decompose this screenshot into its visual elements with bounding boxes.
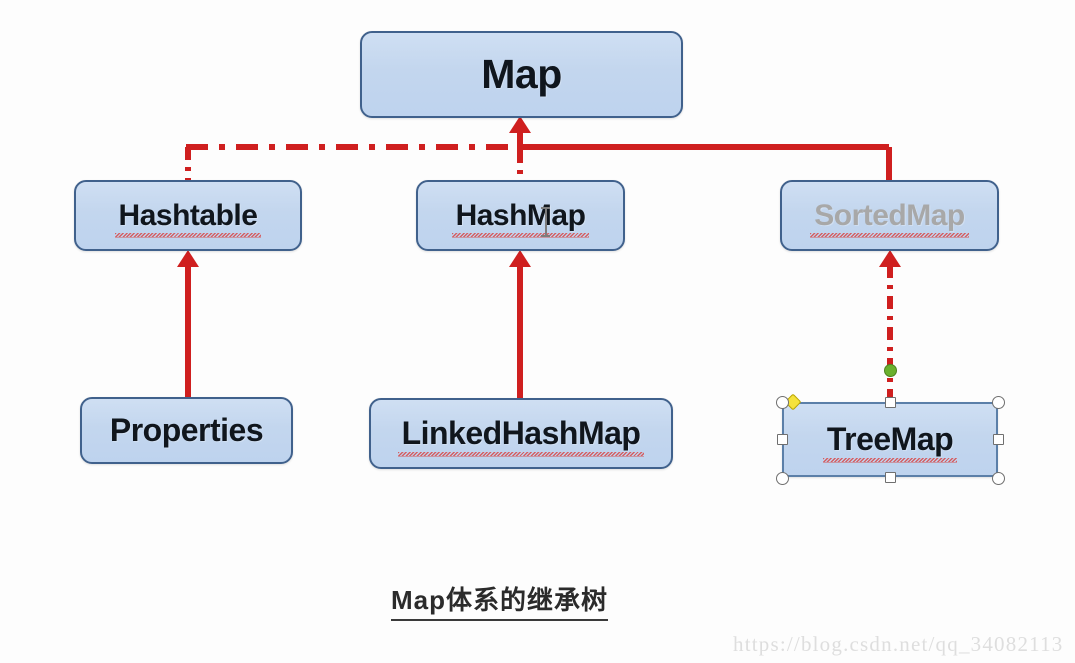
edge-sortedmap-to-map-horizontal bbox=[517, 144, 889, 150]
watermark-url: https://blog.csdn.net/qq_34082113 bbox=[733, 632, 1064, 656]
resize-handle-ne[interactable] bbox=[992, 396, 1005, 409]
resize-handle-w[interactable] bbox=[777, 434, 788, 445]
rotate-handle[interactable] bbox=[884, 364, 897, 377]
selection-frame-treemap bbox=[782, 402, 998, 477]
edge-treemap-to-sortedmap bbox=[887, 265, 893, 402]
node-linkedhashmap[interactable]: LinkedHashMap bbox=[369, 398, 673, 469]
arrowhead-into-hashmap bbox=[509, 250, 531, 267]
node-map[interactable]: Map bbox=[360, 31, 683, 118]
node-hashtable[interactable]: Hashtable bbox=[74, 180, 302, 251]
node-hashtable-label: Hashtable bbox=[114, 198, 262, 238]
resize-handle-se[interactable] bbox=[992, 472, 1005, 485]
arrowhead-into-hashtable bbox=[177, 250, 199, 267]
diagram-caption: Map体系的继承树 bbox=[391, 580, 609, 621]
resize-handle-s[interactable] bbox=[885, 472, 896, 483]
node-map-label: Map bbox=[481, 51, 562, 97]
resize-handle-e[interactable] bbox=[993, 434, 1004, 445]
resize-handle-sw[interactable] bbox=[776, 472, 789, 485]
node-hashmap-label: HashMap bbox=[451, 198, 590, 238]
node-sortedmap-label: SortedMap bbox=[810, 198, 969, 238]
edge-trunk-to-map-stem bbox=[517, 130, 523, 148]
edge-sortedmap-to-map-vertical bbox=[886, 147, 892, 183]
node-properties-label: Properties bbox=[109, 412, 264, 448]
resize-handle-nw[interactable] bbox=[776, 396, 789, 409]
resize-handle-n[interactable] bbox=[885, 397, 896, 408]
node-hashmap[interactable]: HashMap bbox=[416, 180, 625, 251]
node-linkedhashmap-label: LinkedHashMap bbox=[397, 415, 645, 457]
text-ibeam-cursor bbox=[541, 207, 550, 237]
node-treemap[interactable]: TreeMap bbox=[782, 402, 998, 477]
node-sortedmap[interactable]: SortedMap bbox=[780, 180, 999, 251]
arrowhead-into-map bbox=[509, 116, 531, 133]
arrowhead-into-sortedmap bbox=[879, 250, 901, 267]
edge-hashtable-to-map-horizontal bbox=[186, 144, 520, 150]
edge-hashtable-to-map-vertical bbox=[185, 147, 191, 183]
edge-linkedhashmap-to-hashmap bbox=[517, 265, 523, 399]
node-properties[interactable]: Properties bbox=[80, 397, 293, 464]
edge-hashmap-to-map-vertical bbox=[517, 150, 523, 183]
node-treemap-label: TreeMap bbox=[822, 421, 958, 463]
edge-properties-to-hashtable bbox=[185, 265, 191, 398]
